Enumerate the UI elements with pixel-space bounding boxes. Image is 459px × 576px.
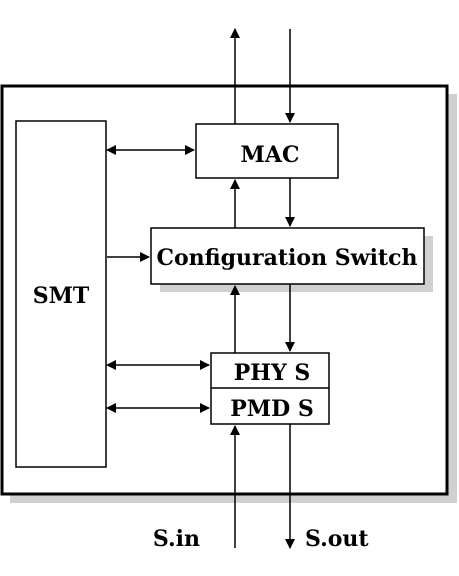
phy-pmd-block: PHY S PMD S bbox=[210, 352, 330, 425]
smt-box bbox=[15, 120, 107, 468]
pmd-label: PMD S bbox=[230, 396, 314, 422]
mac-label: MAC bbox=[241, 142, 300, 168]
config-switch-label: Configuration Switch bbox=[157, 245, 418, 271]
phy-label: PHY S bbox=[234, 360, 311, 386]
smt-label: SMT bbox=[33, 283, 90, 309]
s-out-label: S.out bbox=[305, 526, 369, 552]
mac-box bbox=[195, 123, 339, 179]
s-in-label: S.in bbox=[153, 526, 200, 552]
mac-block: MAC bbox=[195, 123, 339, 179]
config-switch-box bbox=[150, 227, 425, 285]
smt-block: SMT bbox=[15, 120, 107, 468]
config-switch-block: Configuration Switch bbox=[150, 227, 433, 292]
